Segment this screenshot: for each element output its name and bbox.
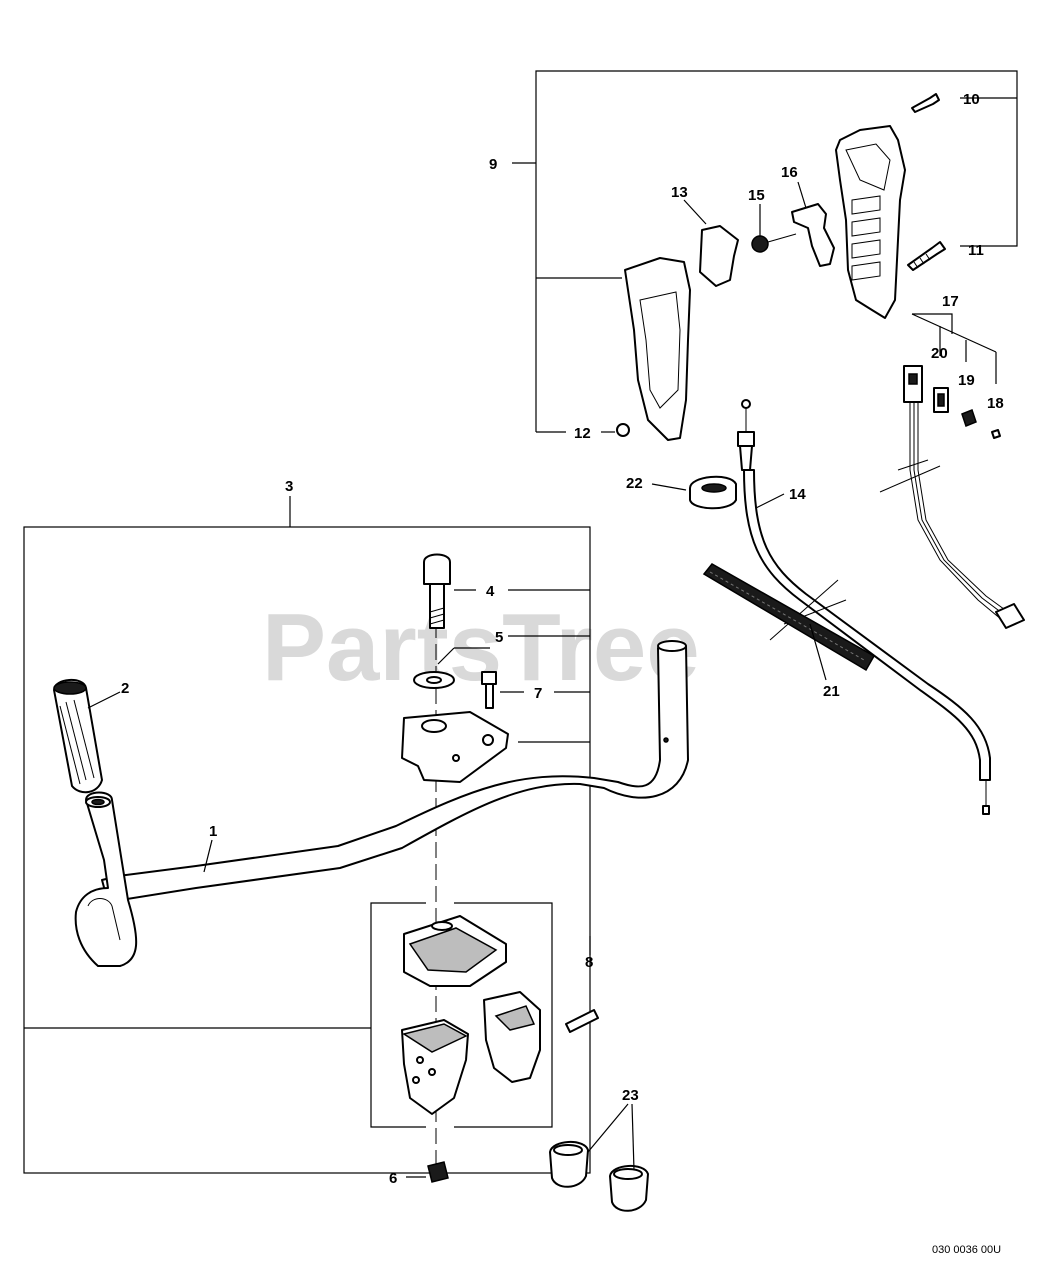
clip-23-leaders (587, 1103, 635, 1171)
callout-20[interactable]: 20 (931, 345, 948, 362)
handle-assembly-frame (23, 496, 591, 1178)
callout-16[interactable]: 16 (781, 164, 798, 181)
callout-labels: 1 2 3 4 5 6 7 8 9 10 11 12 13 14 15 16 1… (121, 91, 1004, 1187)
callout-10[interactable]: 10 (963, 91, 980, 108)
callout-9[interactable]: 9 (489, 156, 497, 173)
switch-wire-17[interactable] (879, 365, 1025, 629)
callout-15[interactable]: 15 (748, 187, 765, 204)
clamp-upper-half[interactable] (403, 915, 507, 987)
grip-half-right[interactable] (835, 125, 906, 319)
callout-22[interactable]: 22 (626, 475, 643, 492)
screw-18[interactable] (991, 429, 1001, 439)
plate-20[interactable] (933, 387, 949, 413)
upper-bracket[interactable] (401, 711, 509, 783)
callout-14[interactable]: 14 (789, 486, 806, 503)
callout-23[interactable]: 23 (622, 1087, 639, 1104)
clamp-22[interactable] (689, 475, 737, 510)
screw-7[interactable] (481, 671, 497, 709)
shaft-21[interactable] (702, 563, 876, 672)
nut-19[interactable] (961, 409, 977, 427)
callout-19[interactable]: 19 (958, 372, 975, 389)
callout-5[interactable]: 5 (495, 629, 503, 646)
diagram-code: 030 0036 00U (932, 1244, 1001, 1256)
grip-2[interactable] (53, 679, 103, 794)
leader-lines (87, 181, 827, 873)
callout-17[interactable]: 17 (942, 293, 959, 310)
screw-10[interactable] (911, 93, 940, 113)
callout-12[interactable]: 12 (574, 425, 591, 442)
clamp-side-piece[interactable] (483, 991, 541, 1083)
grip-half-left[interactable] (624, 257, 691, 441)
clip-23-b[interactable] (609, 1165, 649, 1212)
screw-8[interactable] (565, 1009, 599, 1033)
clamp-lower-half[interactable] (401, 1019, 469, 1115)
callout-6[interactable]: 6 (389, 1170, 397, 1187)
grip-assembly-frame (512, 70, 1018, 433)
bolt-4[interactable] (423, 553, 451, 629)
callout-1[interactable]: 1 (209, 823, 217, 840)
handlebar-1[interactable] (74, 640, 689, 967)
callout-11[interactable]: 11 (968, 242, 984, 259)
throttle-cable-14[interactable] (737, 399, 991, 815)
callout-8[interactable]: 8 (585, 954, 593, 971)
callout-2[interactable]: 2 (121, 680, 129, 697)
clip-23-a[interactable] (549, 1141, 589, 1188)
callout-13[interactable]: 13 (671, 184, 688, 201)
lever-13[interactable] (699, 225, 739, 287)
spring-15[interactable] (751, 233, 797, 253)
callout-3[interactable]: 3 (285, 478, 293, 495)
clamp-subframe (370, 902, 553, 1128)
callout-21[interactable]: 21 (823, 683, 840, 700)
nut-12[interactable] (616, 423, 630, 437)
wire-harness-group (911, 313, 997, 384)
callout-4[interactable]: 4 (486, 583, 495, 600)
callout-18[interactable]: 18 (987, 395, 1004, 412)
nut-6[interactable] (427, 1161, 449, 1183)
screw-11[interactable] (907, 241, 946, 271)
trigger-16[interactable] (791, 203, 835, 267)
callout-7[interactable]: 7 (534, 685, 542, 702)
washer-5[interactable] (413, 671, 455, 689)
